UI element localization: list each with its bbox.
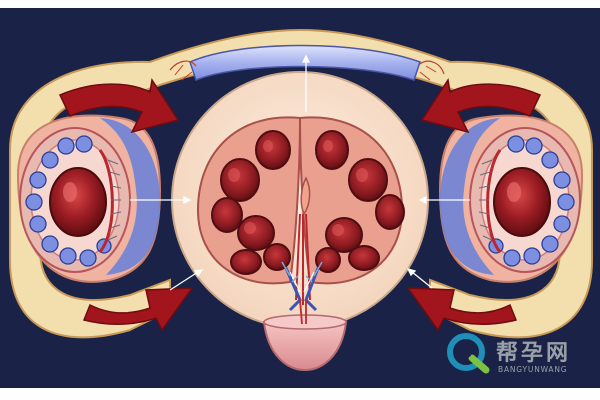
central-organ [171, 71, 429, 329]
uterus-bowl [262, 299, 348, 372]
watermark-cn-text: 帮孕网 [496, 340, 571, 366]
left-ovary [19, 127, 131, 273]
q-logo-icon [447, 333, 490, 374]
fallopian-tube-top [169, 44, 445, 81]
right-ovary [469, 127, 581, 273]
watermark-en-text: BANGYUNWANG [498, 365, 567, 374]
red-arrows [58, 77, 542, 332]
white-pointer-arrows [130, 54, 470, 291]
